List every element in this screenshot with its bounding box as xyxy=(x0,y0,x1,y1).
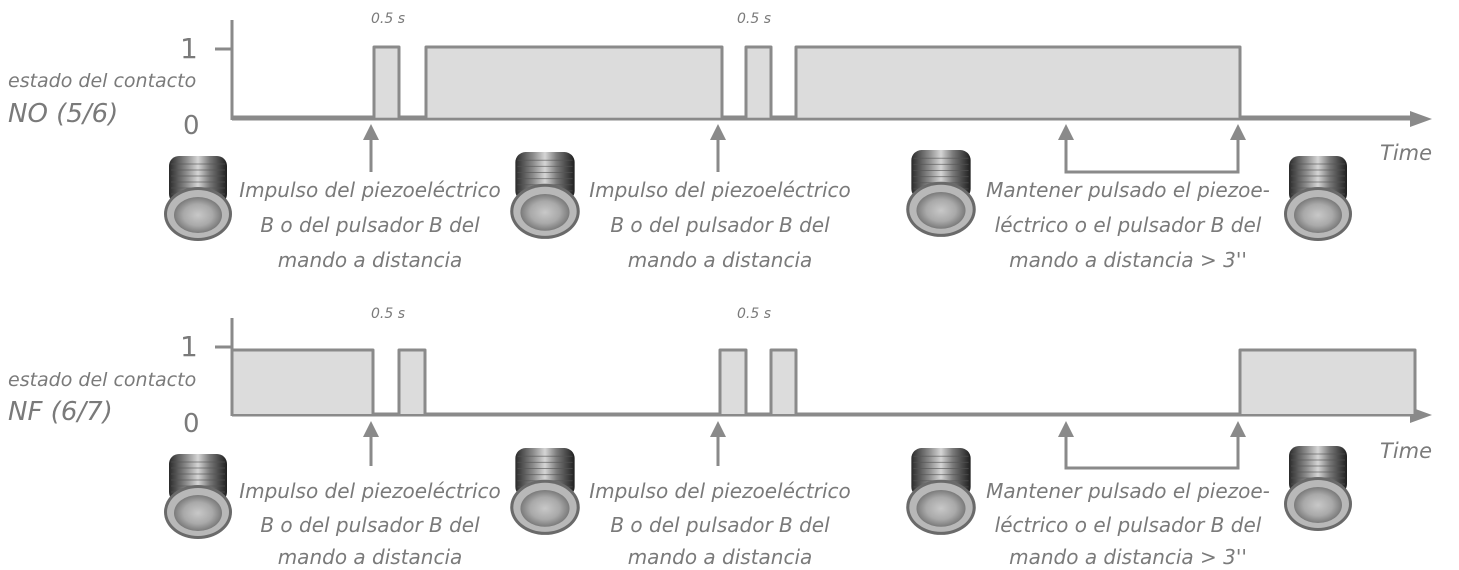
event-arrow-1 xyxy=(363,124,379,172)
event-arrow-2 xyxy=(710,421,726,466)
annotation-line: B o del pulsador B del xyxy=(610,513,830,537)
annotation-line: mando a distancia > 3'' xyxy=(1009,545,1247,569)
x-axis-arrow-icon xyxy=(1410,111,1432,127)
push-button-icon xyxy=(163,453,233,540)
annotation-1: Impulso del piezoeléctrico B o del pulsa… xyxy=(239,479,501,569)
panel-no: 1 0 estado del contacto NO (5/6) Time 0.… xyxy=(8,11,1432,272)
annotation-line: B o del pulsador B del xyxy=(260,513,480,537)
annotation-line: léctrico o el pulsador B del xyxy=(995,213,1262,237)
push-button-icon xyxy=(1283,445,1353,532)
annotation-1: Impulso del piezoeléctrico B o del pulsa… xyxy=(239,178,501,272)
pulse-label-1: 0.5 s xyxy=(371,306,405,322)
x-axis-label: Time xyxy=(1380,439,1432,463)
annotation-line: Impulso del piezoeléctrico xyxy=(239,178,501,202)
annotation-line: Impulso del piezoeléctrico xyxy=(239,479,501,503)
annotation-line: mando a distancia xyxy=(278,248,463,272)
x-axis-label: Time xyxy=(1380,141,1432,165)
contact-name: NF (6/7) xyxy=(8,397,113,427)
annotation-line: mando a distancia xyxy=(628,248,813,272)
annotation-line: Impulso del piezoeléctrico xyxy=(589,178,851,202)
annotation-line: B o del pulsador B del xyxy=(260,213,480,237)
annotation-line: Impulso del piezoeléctrico xyxy=(589,479,851,503)
push-button-icon xyxy=(509,151,581,240)
tick-low-label: 0 xyxy=(183,111,200,141)
annotation-line: Mantener pulsado el piezoe- xyxy=(986,479,1270,503)
annotation-3: Mantener pulsado el piezoe- léctrico o e… xyxy=(986,479,1270,569)
event-arrow-2 xyxy=(710,124,726,172)
annotation-line: mando a distancia xyxy=(628,545,813,569)
push-button-icon xyxy=(509,447,581,536)
push-button-icon xyxy=(163,155,233,242)
annotation-line: mando a distancia xyxy=(278,545,463,569)
y-axis-label: estado del contacto xyxy=(8,369,196,391)
annotation-2: Impulso del piezoeléctrico B o del pulsa… xyxy=(589,178,851,272)
annotation-2: Impulso del piezoeléctrico B o del pulsa… xyxy=(589,479,851,569)
event-arrow-1 xyxy=(363,421,379,466)
pulse-label-2: 0.5 s xyxy=(737,11,771,27)
tick-high-label: 1 xyxy=(180,330,198,363)
y-axis-label: estado del contacto xyxy=(8,70,196,92)
annotation-3: Mantener pulsado el piezoe- léctrico o e… xyxy=(986,178,1270,272)
panel-nf: 1 0 estado del contacto NF (6/7) Time 0.… xyxy=(8,306,1432,569)
annotation-line: léctrico o el pulsador B del xyxy=(995,513,1262,537)
hold-bracket xyxy=(1058,124,1246,174)
annotation-line: mando a distancia > 3'' xyxy=(1009,248,1247,272)
tick-low-label: 0 xyxy=(183,409,200,439)
push-button-icon xyxy=(1283,155,1353,242)
annotation-line: Mantener pulsado el piezoe- xyxy=(986,178,1270,202)
push-button-icon xyxy=(905,447,977,536)
pulse-label-1: 0.5 s xyxy=(371,11,405,27)
contact-name: NO (5/6) xyxy=(8,99,118,129)
hold-bracket xyxy=(1058,421,1246,470)
push-button-icon xyxy=(905,149,977,238)
signal-nf xyxy=(230,348,1417,416)
pulse-label-2: 0.5 s xyxy=(737,306,771,322)
tick-high-label: 1 xyxy=(180,32,198,65)
signal-no xyxy=(232,45,1420,119)
annotation-line: B o del pulsador B del xyxy=(610,213,830,237)
